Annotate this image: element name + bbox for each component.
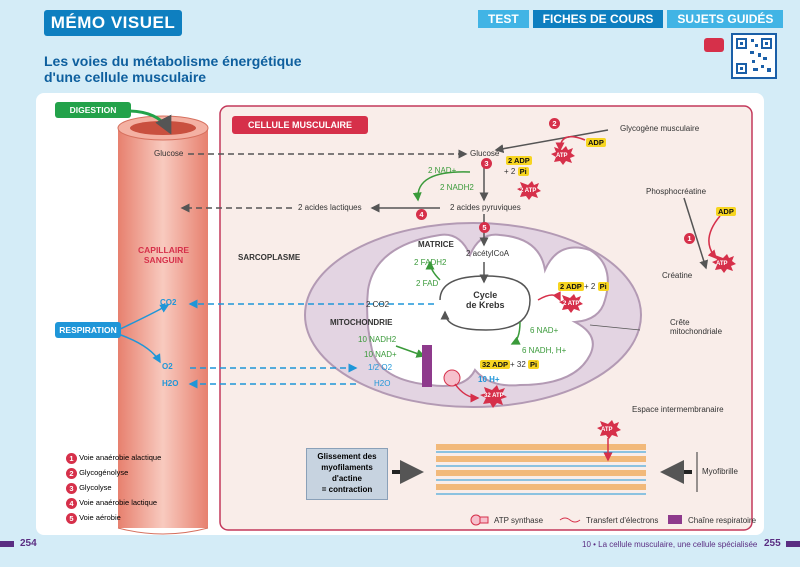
- phosphocreatine-label: Phosphocréatine: [646, 187, 707, 196]
- nad6-label: 6 NAD+: [530, 326, 559, 335]
- acetylcoa-label: 2 acétylCoA: [466, 249, 510, 258]
- espace-label: Espace intermembranaire: [632, 405, 724, 414]
- adp-glycogen: ADP: [586, 138, 606, 147]
- h2o-label: H2O: [162, 379, 179, 388]
- matrice-label: MATRICE: [418, 240, 454, 249]
- h10-label: 10 H+: [478, 375, 500, 384]
- acides-pyruviques-label: 2 acides pyruviques: [450, 203, 521, 212]
- page-number-right: 255: [764, 538, 781, 549]
- plus-two-pi: + 2 Pi: [504, 167, 529, 176]
- adp-creatine: ADP: [716, 207, 736, 216]
- chapter-label: 10 • La cellule musculaire, une cellule …: [582, 540, 758, 549]
- co2-label: CO2: [160, 298, 177, 307]
- legend-item: 4 Voie anaérobie lactique: [66, 495, 161, 510]
- nad10-label: 10 NAD+: [364, 350, 397, 359]
- marker-5: 5: [479, 222, 490, 233]
- page-number-left: 254: [20, 538, 37, 549]
- atp-glycogen: ATP: [556, 153, 568, 159]
- digestion-box: DIGESTION: [55, 102, 131, 118]
- plus32-label: + 32 Pi: [510, 360, 540, 369]
- nav-tabs: TEST FICHES DE COURS SUJETS GUIDÉS: [478, 10, 784, 28]
- nad-label: 2 NAD+: [428, 166, 457, 175]
- nadh-label: 2 NADH2: [440, 183, 474, 192]
- co2-cell-label: 2 CO2: [366, 300, 390, 309]
- cellule-musculaire-box: CELLULE MUSCULAIRE: [232, 116, 368, 134]
- krebs-adp: 2 ADP: [558, 282, 584, 291]
- myofibril: [436, 444, 646, 495]
- legend: 1 Voie anaérobie alactique 2 Glycogénoly…: [66, 450, 161, 525]
- h2o-cell-label: H2O: [374, 379, 391, 388]
- acides-lactiques-label: 2 acides lactiques: [298, 203, 362, 212]
- chaine-legend: Chaîne respiratoire: [688, 516, 757, 525]
- glucose-cell-label: Glucose: [470, 149, 500, 158]
- atp-synthase-legend: ATP synthase: [494, 516, 544, 525]
- qr-code-icon[interactable]: [731, 33, 777, 79]
- atp32-label: 32 ATP: [484, 393, 504, 399]
- adp32-label: 32 ADP: [480, 360, 510, 369]
- tab-test[interactable]: TEST: [478, 10, 529, 28]
- glucose-capillary-label: Glucose: [154, 149, 184, 158]
- transfert-legend: Transfert d'électrons: [586, 516, 659, 525]
- myofibrille-label: Myofibrille: [702, 467, 739, 476]
- legend-item: 3 Glycolyse: [66, 480, 161, 495]
- krebs-atp: 2 ATP: [563, 301, 580, 307]
- marker-3: 3: [481, 158, 492, 169]
- legend-item: 5 Voie aérobie: [66, 510, 161, 525]
- footer: 254 10 • La cellule musculaire, une cell…: [0, 537, 800, 553]
- capillary: [118, 128, 208, 528]
- o2-label: O2: [162, 362, 173, 371]
- tab-sujets-guides[interactable]: SUJETS GUIDÉS: [667, 10, 784, 28]
- respiration-box: RESPIRATION: [55, 322, 121, 338]
- fadh2-label: 2 FADH2: [414, 258, 447, 267]
- fad-label: 2 FAD: [416, 279, 439, 288]
- marker-2: 2: [549, 118, 560, 129]
- atp-myofibril: ATP: [601, 427, 613, 433]
- creatine-label: Créatine: [662, 271, 693, 280]
- nadh6-label: 6 NADH, H+: [522, 346, 567, 355]
- two-adp-glycolysis: 2 ADP: [506, 156, 532, 165]
- sarcoplasme-label: SARCOPLASME: [238, 253, 301, 262]
- tab-fiches-de-cours[interactable]: FICHES DE COURS: [532, 10, 664, 28]
- atp-creatine: ATP: [716, 261, 728, 267]
- nadh10-label: 10 NADH2: [358, 335, 397, 344]
- marker-4: 4: [416, 209, 427, 220]
- legend-item: 2 Glycogénolyse: [66, 465, 161, 480]
- krebs-plus: + 2 Pi: [584, 282, 609, 291]
- marker-1: 1: [684, 233, 695, 244]
- memo-visuel-badge: MÉMO VISUEL: [44, 10, 182, 36]
- two-atp-glycolysis: 2 ATP: [520, 188, 537, 194]
- glycogene-label: Glycogène musculaire: [620, 124, 700, 133]
- respiratory-chain: [422, 345, 432, 387]
- legend-item: 1 Voie anaérobie alactique: [66, 450, 161, 465]
- mitochondrie-label: MITOCHONDRIE: [330, 318, 393, 327]
- video-icon[interactable]: [704, 38, 724, 52]
- page-title: Les voies du métabolisme énergétique d'u…: [44, 53, 302, 85]
- half-o2-label: 1/2 O2: [368, 363, 393, 372]
